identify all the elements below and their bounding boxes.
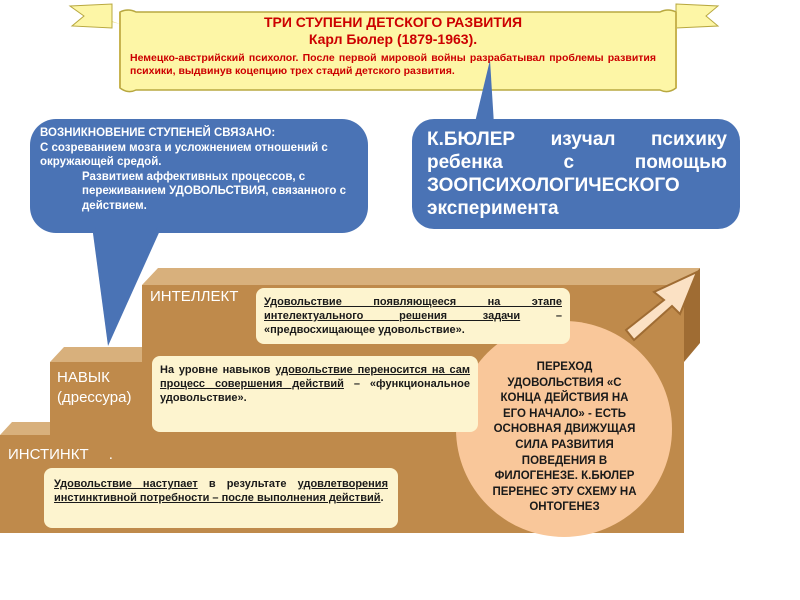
note-instinct-underlined: Удовольствие наступает [54,478,198,490]
note-skill-text: На уровне навыков [160,364,276,376]
left-bubble-heading: ВОЗНИКНОВЕНИЕ СТУПЕНЕЙ СВЯЗАНО: [40,127,276,139]
circle-text: ПЕРЕХОД УДОВОЛЬСТВИЯ «С КОНЦА ДЕЙСТВИЯ Н… [492,361,637,514]
note-instinct-underlined-2: удовлетворения инстинктивной потребности… [54,478,388,504]
note-intellect: Удовольствие появляющееся на этапе интел… [256,288,570,344]
step-label-instinct-main: ИНСТИНКТ [8,446,89,463]
left-bubble-line: С созреванием мозга и усложнением отноше… [40,141,328,169]
banner: ТРИ СТУПЕНИ ДЕТСКОГО РАЗВИТИЯ Карл Бюлер… [126,14,660,78]
note-instinct-rest: . [380,492,384,504]
note-instinct-text: в результате [197,478,298,490]
note-intellect-rest: – «предвосхищающее удовольствие». [264,310,562,336]
banner-description: Немецко-австрийский психолог. После перв… [130,52,656,77]
note-skill-rest: – «функциональное удовольствие». [160,378,470,404]
step-label-instinct: ИНСТИНКТ . [8,446,113,463]
note-skill: На уровне навыков удовольствие переносит… [152,356,478,432]
step-label-skill-sub: (дрессура) [57,389,132,406]
step-label-skill: НАВЫК (дрессура) [57,368,131,408]
up-arrow-icon [624,270,699,342]
left-bubble-text: ВОЗНИКНОВЕНИЕ СТУПЕНЕЙ СВЯЗАНО: С созрев… [40,126,360,213]
step-label-intellect: ИНТЕЛЛЕКТ [150,288,239,305]
banner-author: Карл Бюлер (1879-1963). [308,31,478,47]
right-bubble-text: К.БЮЛЕР изучал психику ребенка с помощью… [427,129,727,219]
banner-title: ТРИ СТУПЕНИ ДЕТСКОГО РАЗВИТИЯ [263,14,523,30]
conclusion-circle [456,321,672,537]
right-speech-bubble [412,60,740,229]
note-instinct: Удовольствие наступает в результате удов… [44,468,398,528]
note-intellect-underlined: Удовольствие появляющееся на этапе интел… [264,296,562,322]
step-label-skill-main: НАВЫК [57,369,110,386]
step-label-instinct-dot: . [108,446,113,463]
note-skill-underlined: удовольствие переносится на сам процесс … [160,364,470,390]
left-speech-bubble [30,119,368,346]
banner-scroll [68,3,720,93]
left-bubble-line: Развитием аффективных процессов, с переж… [82,170,346,212]
